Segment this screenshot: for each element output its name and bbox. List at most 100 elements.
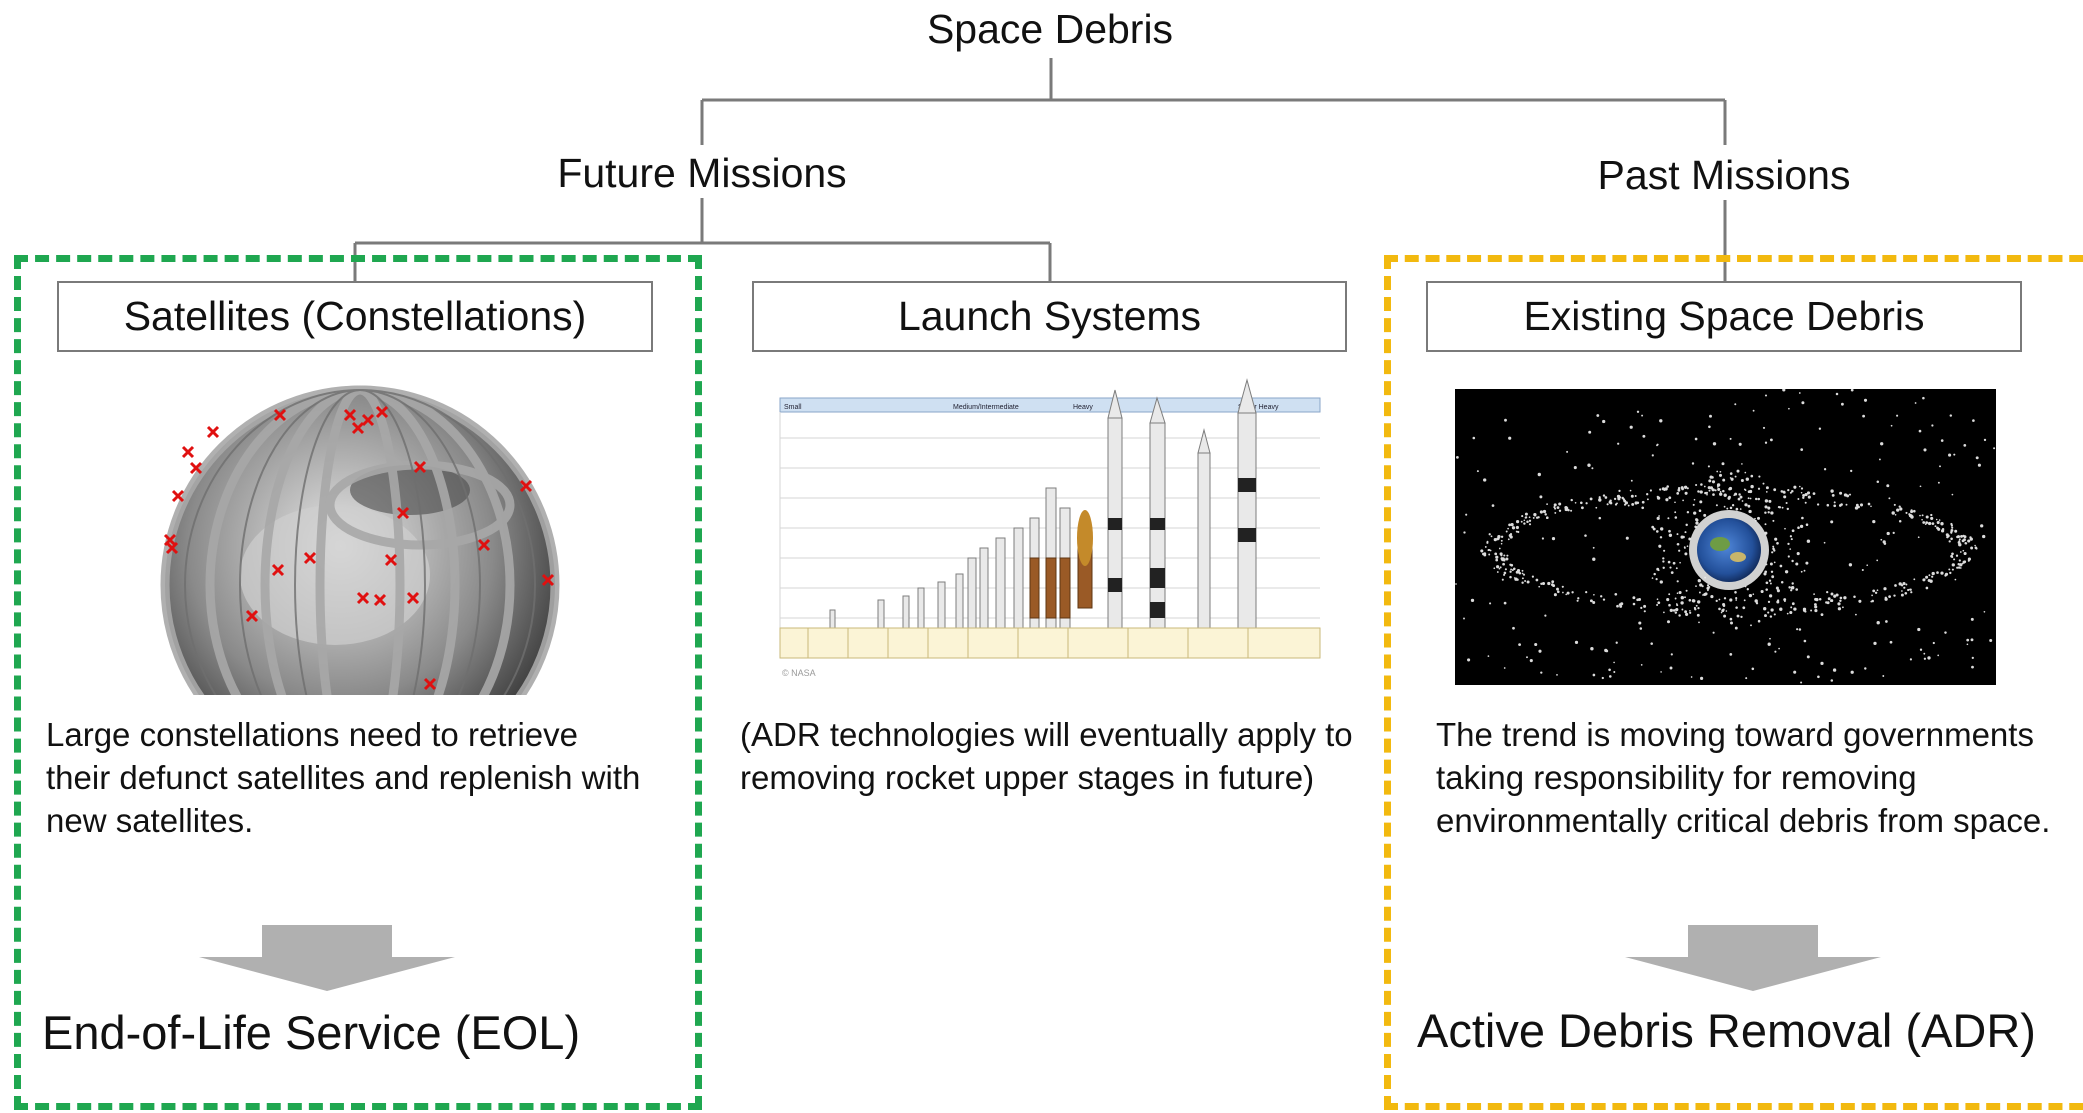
debris-dot — [1963, 551, 1967, 556]
debris-dot — [1697, 490, 1700, 493]
debris-dot — [1876, 589, 1879, 592]
debris-dot — [1589, 599, 1593, 603]
debris-dot — [1666, 620, 1671, 624]
debris-dot — [1767, 642, 1771, 646]
debris-dot — [1833, 594, 1836, 597]
debris-dot — [1820, 661, 1824, 666]
debris-dot — [1694, 437, 1698, 441]
debris-dot — [1748, 509, 1752, 514]
debris-dot — [1537, 472, 1541, 477]
debris-dot — [1641, 506, 1645, 510]
debris-dot — [1754, 599, 1758, 603]
debris-dot — [1937, 527, 1941, 531]
debris-dot — [1780, 490, 1784, 493]
debris-dot — [1528, 519, 1532, 522]
debris-dot — [1948, 453, 1952, 457]
debris-dot — [1936, 520, 1940, 525]
debris-dot — [1504, 568, 1507, 571]
debris-dot — [1729, 437, 1732, 440]
debris-dot — [1616, 502, 1618, 505]
debris-dot — [1971, 656, 1974, 660]
debris-dot — [1770, 608, 1774, 612]
chart-watermark: © NASA — [782, 668, 816, 678]
debris-dot — [1892, 531, 1895, 535]
debris-dot — [1680, 486, 1684, 490]
debris-dot — [1925, 521, 1929, 524]
debris-dot — [1695, 521, 1699, 525]
debris-dot — [1791, 582, 1794, 585]
debris-dot — [1619, 496, 1622, 499]
debris-dot — [1786, 507, 1789, 511]
debris-dot — [1640, 664, 1643, 666]
debris-dot — [1488, 548, 1491, 551]
debris-dot — [1676, 492, 1680, 495]
debris-dot — [1486, 540, 1489, 543]
debris-dot — [1510, 563, 1514, 567]
debris-dot — [1771, 575, 1775, 579]
debris-dot — [1523, 519, 1526, 522]
debris-dot — [1588, 430, 1592, 434]
satellites-title: Satellites (Constellations) — [123, 293, 587, 339]
debris-dot — [1718, 473, 1723, 477]
debris-dot — [1779, 564, 1783, 568]
debris-dot — [1762, 426, 1766, 429]
debris-dot — [1699, 500, 1703, 504]
debris-dot — [1855, 613, 1857, 616]
debris-dot — [1712, 442, 1717, 446]
debris-dot — [1797, 526, 1800, 529]
debris-dot — [1793, 607, 1797, 611]
debris-dot — [1758, 475, 1761, 478]
debris-dot — [1826, 601, 1830, 605]
debris-dot — [1463, 531, 1466, 534]
debris-dot — [1731, 504, 1735, 507]
debris-dot — [1556, 506, 1560, 509]
debris-dot — [1496, 565, 1500, 569]
debris-dot — [1982, 534, 1986, 539]
debris-dot — [1719, 470, 1722, 473]
debris-dot — [1686, 487, 1689, 490]
debris-dot — [1883, 587, 1887, 591]
debris-dot — [1503, 571, 1507, 575]
debris-dot — [1678, 549, 1681, 552]
debris-dot — [1668, 496, 1672, 500]
debris-dot — [1634, 501, 1638, 505]
debris-dot — [1804, 493, 1808, 497]
debris-dot — [1951, 563, 1955, 567]
debris-dot — [1526, 656, 1528, 659]
debris-dot — [1854, 506, 1859, 510]
debris-dot — [1503, 554, 1506, 557]
debris-dot — [1867, 502, 1871, 506]
debris-dot — [1729, 472, 1733, 475]
debris-dot — [1908, 513, 1911, 516]
debris-dot — [1925, 575, 1929, 579]
debris-dot — [1669, 566, 1672, 569]
debris-dot — [1989, 639, 1993, 642]
debris-dot — [1699, 490, 1703, 494]
debris-dot — [1956, 535, 1961, 539]
debris-dot — [1561, 585, 1564, 588]
chart-header-heavy: Heavy — [1073, 404, 1093, 411]
debris-dot — [1961, 539, 1965, 543]
debris-dot — [1787, 555, 1790, 558]
debris-dot — [1878, 458, 1881, 461]
debris-dot — [1623, 503, 1627, 506]
debris-dot — [1695, 483, 1698, 487]
debris-dot — [1686, 510, 1690, 514]
debris-dot — [1706, 493, 1708, 496]
debris-dot — [1651, 577, 1654, 579]
debris-dot — [1743, 599, 1746, 602]
debris-dot — [1726, 507, 1729, 510]
debris-dot — [1487, 655, 1490, 657]
satellites-box: Satellites (Constellations) — [57, 281, 653, 352]
adr-result-label: Active Debris Removal (ADR) — [1417, 1004, 2036, 1057]
debris-dot — [1736, 614, 1740, 618]
debris-dot — [1925, 515, 1929, 519]
debris-dot — [1888, 497, 1891, 500]
debris-dot — [1685, 589, 1688, 592]
debris-dot — [1757, 619, 1761, 623]
debris-dot — [1711, 488, 1715, 492]
debris-dot — [1833, 501, 1836, 504]
debris-dot — [1734, 626, 1738, 630]
debris-dot — [1931, 571, 1935, 576]
debris-dot — [1554, 507, 1557, 510]
